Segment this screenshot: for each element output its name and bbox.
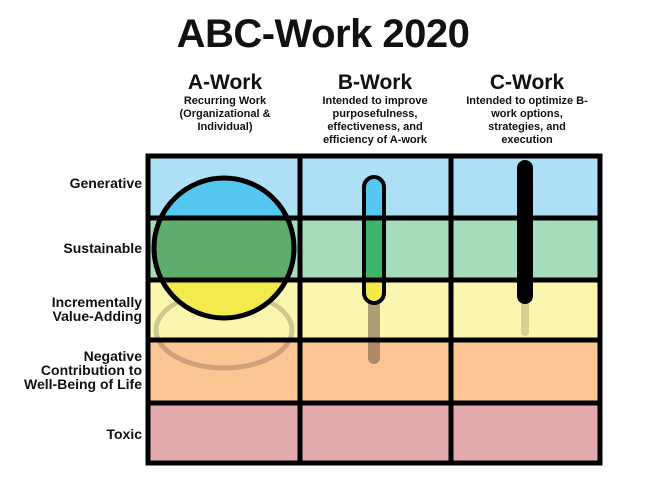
b-work-bar	[364, 177, 384, 303]
column-name: C-Work	[489, 71, 565, 94]
row-label-toxic: Toxic	[106, 426, 142, 442]
row-label-incrementally-value-adding: Incrementally Value-Adding	[51, 294, 142, 324]
a-work-circle-outline	[151, 175, 297, 321]
column-description: Recurring Work (Organizational & Individ…	[179, 95, 271, 133]
b-bar-shadow	[368, 300, 380, 364]
grid-lines	[145, 153, 603, 466]
column-header-c-work: C-Work Intended to optimize B-work optio…	[452, 72, 602, 147]
row-label-generative: Generative	[69, 175, 142, 191]
diagram-title: ABC-Work 2020	[176, 12, 470, 56]
c-bar-shadow	[521, 300, 529, 336]
row-band-toxic	[148, 403, 600, 463]
column-name: B-Work	[337, 71, 413, 94]
row-label-sustainable: Sustainable	[63, 240, 142, 256]
column-name: A-Work	[187, 71, 263, 94]
c-work-bar	[519, 162, 531, 302]
column-header-b-work: B-Work Intended to improve purposefulnes…	[300, 72, 450, 147]
column-header-a-work: A-Work Recurring Work (Organizational & …	[150, 72, 300, 134]
row-label-negative-contribution: Negative Contribution to Well-Being of L…	[24, 348, 142, 392]
c-work-bar-outline	[517, 160, 533, 304]
column-description: Intended to optimize B-work options, str…	[466, 95, 588, 146]
column-description: Intended to improve purposefulness, effe…	[322, 95, 428, 146]
b-work-bar-outline	[362, 175, 386, 305]
